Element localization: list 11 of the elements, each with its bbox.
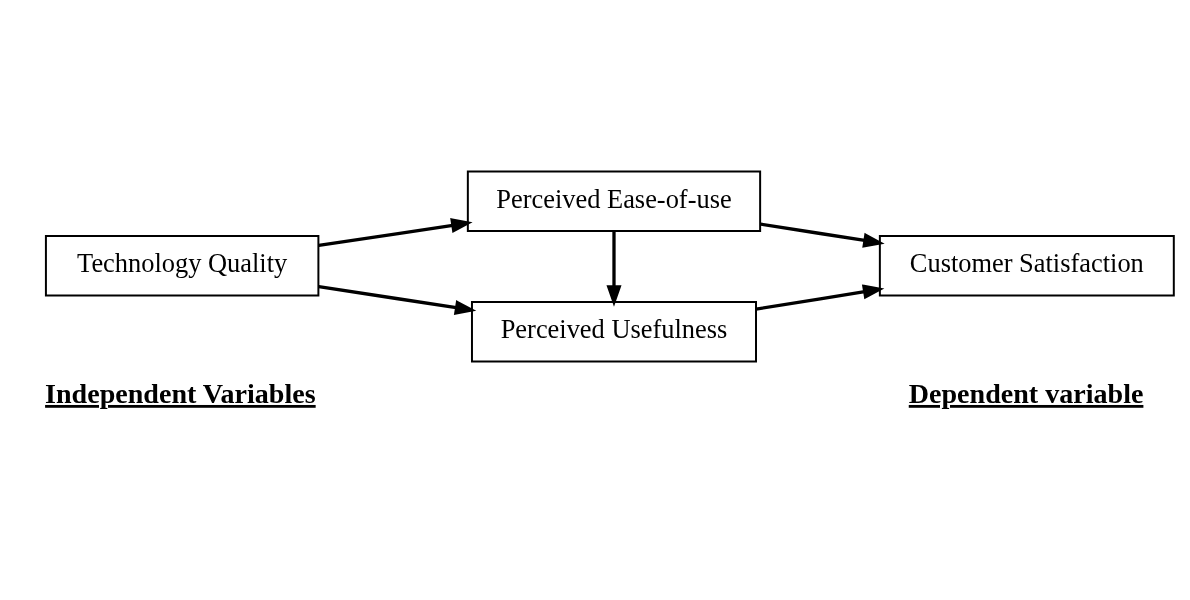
label: Dependent variable <box>908 377 1144 409</box>
arrow <box>760 222 885 248</box>
node-box: Perceived Ease-of-use <box>466 170 762 233</box>
node-box: Technology Quality <box>44 235 320 297</box>
node-box: Perceived Usefulness <box>471 301 757 363</box>
label: Independent Variables <box>45 377 316 409</box>
arrow <box>318 284 477 315</box>
arrow <box>755 284 885 311</box>
arrow <box>606 231 622 307</box>
arrow <box>318 218 473 248</box>
node-box: Customer Satisfaction <box>878 235 1175 297</box>
